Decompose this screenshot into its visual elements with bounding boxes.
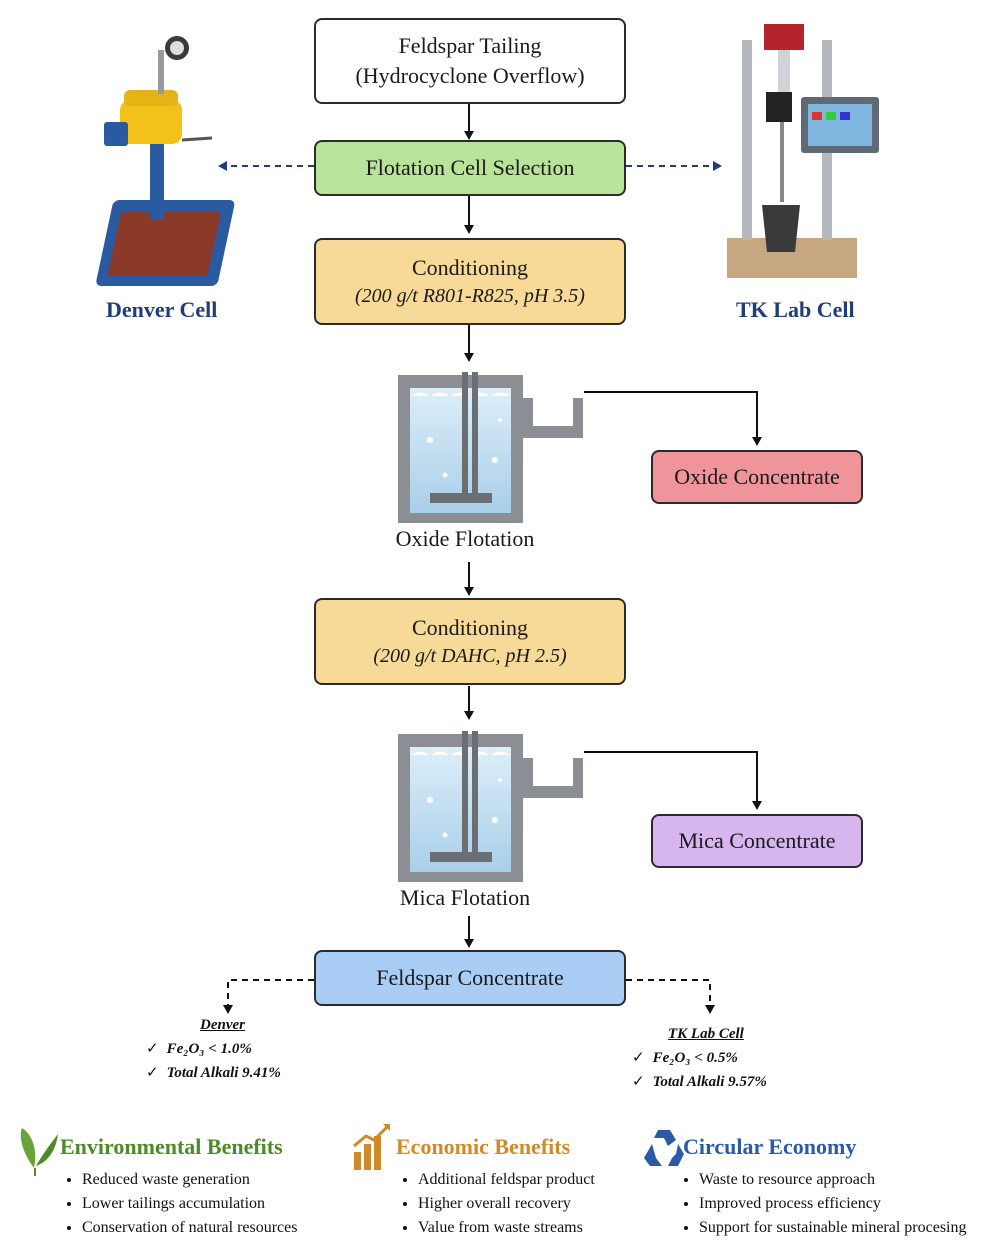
environmental-benefits: Environmental Benefits Reduced waste gen… xyxy=(60,1134,340,1240)
conditioning1-title: Conditioning xyxy=(411,255,529,281)
tk-lab-cell-label: TK Lab Cell xyxy=(736,297,855,322)
list-item: Conservation of natural resources xyxy=(82,1216,340,1240)
list-item: Improved process efficiency xyxy=(699,1192,995,1216)
environmental-benefits-title: Environmental Benefits xyxy=(60,1134,283,1159)
list-item: Reduced waste generation xyxy=(82,1168,340,1192)
mica-concentrate-box: Mica Concentrate xyxy=(651,814,863,868)
flotation-cell-selection-box: Flotation Cell Selection xyxy=(314,140,626,196)
tk-lab-cell-illustration xyxy=(727,24,879,278)
arrow-mica-froth xyxy=(584,751,762,810)
conditioning2-box: Conditioning (200 g/t DAHC, pH 2.5) xyxy=(314,598,626,685)
denver-cell-illustration xyxy=(96,36,235,286)
list-item: Value from waste streams xyxy=(418,1216,636,1240)
economic-benefits-title: Economic Benefits xyxy=(396,1134,571,1159)
recycle-icon xyxy=(644,1130,684,1166)
oxide-flotation-cell-illustration xyxy=(398,372,583,523)
leaf-icon xyxy=(20,1128,58,1176)
circular-economy-list: Waste to resource approach Improved proc… xyxy=(683,1168,995,1240)
arrow-oxide-froth xyxy=(584,391,762,446)
denver-fe2o3: Fe₂O₃ < 1.0% xyxy=(166,1041,252,1057)
feed-line2: (Hydrocyclone Overflow) xyxy=(355,63,585,88)
list-item: Lower tailings accumulation xyxy=(82,1192,340,1216)
circular-economy: Circular Economy Waste to resource appro… xyxy=(683,1134,995,1240)
conditioning2-title: Conditioning xyxy=(411,615,529,641)
economic-benefits-list: Additional feldspar product Higher overa… xyxy=(396,1168,636,1240)
dashed-arrow-to-tk-results xyxy=(626,979,715,1014)
list-item: Higher overall recovery xyxy=(418,1192,636,1216)
tk-fe2o3: Fe₂O₃ < 0.5% xyxy=(652,1050,738,1066)
tk-total-alkali: Total Alkali 9.57% xyxy=(652,1074,767,1090)
denver-total-alkali: Total Alkali 9.41% xyxy=(166,1065,281,1081)
environmental-benefits-list: Reduced waste generation Lower tailings … xyxy=(60,1168,340,1240)
conditioning1-box: Conditioning (200 g/t R801-R825, pH 3.5) xyxy=(314,238,626,325)
economic-benefits: Economic Benefits Additional feldspar pr… xyxy=(396,1134,636,1240)
denver-results: Denver ✓ Fe₂O₃ < 1.0% ✓ Total Alkali 9.41% xyxy=(146,1013,281,1085)
mica-flotation-cell-illustration xyxy=(398,731,583,882)
list-item: Waste to resource approach xyxy=(699,1168,995,1192)
list-item: Additional feldspar product xyxy=(418,1168,636,1192)
mica-flotation-label: Mica Flotation xyxy=(399,885,531,910)
oxide-flotation-label: Oxide Flotation xyxy=(395,526,535,551)
tk-results-header: TK Lab Cell xyxy=(668,1026,744,1042)
denver-results-header: Denver xyxy=(200,1017,245,1033)
denver-cell-label: Denver Cell xyxy=(106,297,218,322)
conditioning1-detail: (200 g/t R801-R825, pH 3.5) xyxy=(355,284,585,307)
check-icon: ✓ xyxy=(632,1050,645,1066)
dashed-arrow-to-denver-results xyxy=(223,979,314,1014)
feed-box: Feldspar Tailing (Hydrocyclone Overflow) xyxy=(314,18,626,104)
oxide-concentrate-box: Oxide Concentrate xyxy=(651,450,863,504)
check-icon: ✓ xyxy=(146,1065,159,1081)
tk-results: TK Lab Cell ✓ Fe₂O₃ < 0.5% ✓ Total Alkali … xyxy=(632,1022,767,1094)
check-icon: ✓ xyxy=(632,1074,645,1090)
conditioning2-detail: (200 g/t DAHC, pH 2.5) xyxy=(373,644,567,667)
selection-label: Flotation Cell Selection xyxy=(365,155,575,181)
circular-economy-title: Circular Economy xyxy=(683,1134,857,1159)
mica-concentrate-label: Mica Concentrate xyxy=(678,828,836,854)
oxide-concentrate-label: Oxide Concentrate xyxy=(674,464,840,490)
bar-chart-icon xyxy=(353,1124,390,1170)
feldspar-concentrate-box: Feldspar Concentrate xyxy=(314,950,626,1006)
list-item: Support for sustainable mineral procesin… xyxy=(699,1216,995,1240)
check-icon: ✓ xyxy=(146,1041,159,1057)
feed-line1: Feldspar Tailing xyxy=(398,33,542,59)
feldspar-concentrate-label: Feldspar Concentrate xyxy=(376,965,564,991)
